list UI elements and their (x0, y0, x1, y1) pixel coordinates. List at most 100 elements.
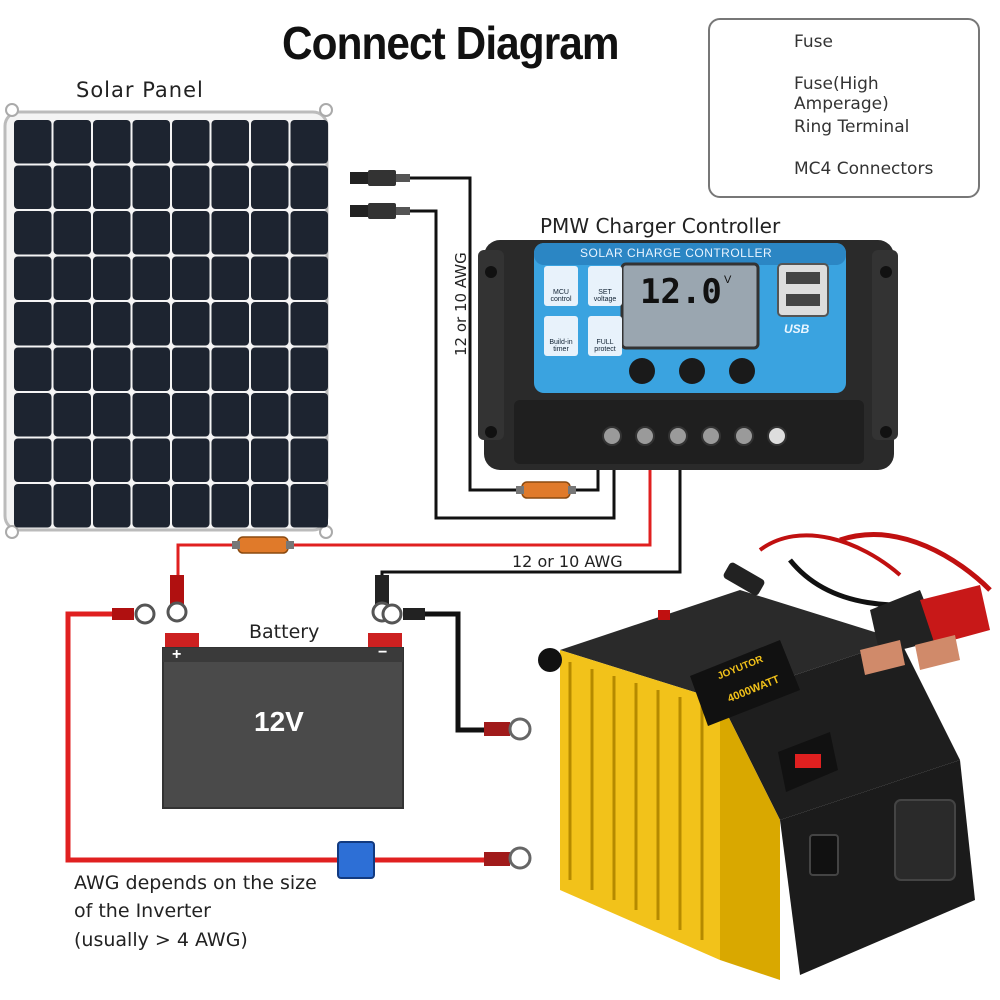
ring-terminal-inverter-neg (381, 603, 425, 625)
solar-cell (53, 211, 91, 255)
solar-cell (251, 347, 289, 391)
wire-label-horizontal: 12 or 10 AWG (512, 552, 623, 571)
solar-cell (93, 438, 131, 482)
solar-cell (211, 438, 249, 482)
solar-cell (172, 484, 210, 528)
battery-plus: + (172, 646, 182, 663)
solar-cell (251, 165, 289, 209)
controller-display-value: 12.0 (640, 272, 722, 312)
solar-cell (132, 120, 170, 164)
solar-cell (53, 120, 91, 164)
solar-cell (53, 393, 91, 437)
solar-cell (93, 484, 131, 528)
legend-item-high-amperage-fuse: Fuse(High Amperage) (794, 74, 889, 114)
solar-cell (14, 484, 52, 528)
solar-cell (14, 347, 52, 391)
controller-terminal-screw (701, 426, 721, 446)
solar-cell (132, 302, 170, 346)
solar-panel (3, 103, 333, 539)
page-title: Connect Diagram (282, 17, 620, 69)
ring-terminal-inverter-neg-end (484, 717, 532, 741)
solar-cell (251, 393, 289, 437)
inverter (538, 590, 975, 980)
usb-label: USB (784, 322, 810, 336)
solar-cell (251, 256, 289, 300)
solar-cell (93, 302, 131, 346)
controller-terminal-screw (734, 426, 754, 446)
controller-terminal-screw (602, 426, 622, 446)
solar-cell (132, 165, 170, 209)
solar-cell (53, 302, 91, 346)
wire-panel-negative (410, 209, 616, 520)
solar-cell (93, 165, 131, 209)
wire-inverter-positive (65, 611, 340, 863)
solar-cell (290, 438, 328, 482)
solar-cell (53, 165, 91, 209)
legend-item-ring-terminal: Ring Terminal (794, 117, 910, 137)
solar-cell (172, 347, 210, 391)
solar-cell (251, 211, 289, 255)
set-voltage-label: SET voltage (593, 289, 617, 303)
solar-cell (14, 211, 52, 255)
solar-cell (290, 256, 328, 300)
battery (162, 633, 404, 809)
controller-header: SOLAR CHARGE CONTROLLER (580, 246, 773, 260)
solar-cell (211, 393, 249, 437)
battery-minus: − (378, 644, 388, 661)
battery-clamps (723, 532, 992, 675)
solar-cell (290, 347, 328, 391)
charge-controller (478, 240, 898, 470)
mc4-connector-bottom (350, 203, 410, 219)
solar-cell (53, 256, 91, 300)
inverter-note-line-1: AWG depends on the size (74, 872, 317, 894)
solar-cell (14, 438, 52, 482)
solar-cell (132, 347, 170, 391)
controller-terminal-screw (767, 426, 787, 446)
battery-voltage: 12V (254, 706, 304, 737)
ring-terminal-battery-pos-a (166, 575, 188, 623)
controller-terminal-screw (668, 426, 688, 446)
solar-cell (14, 256, 52, 300)
ring-terminal-inverter-pos (112, 603, 156, 625)
solar-cell (132, 256, 170, 300)
solar-cell (93, 120, 131, 164)
full-protect-label: FULL protect (594, 339, 616, 353)
battery-label: Battery (249, 621, 320, 643)
solar-cell (14, 393, 52, 437)
solar-cell (132, 393, 170, 437)
solar-cell (172, 120, 210, 164)
solar-cell (290, 484, 328, 528)
solar-cell (211, 347, 249, 391)
solar-cell (172, 165, 210, 209)
solar-cell (172, 393, 210, 437)
solar-cell (93, 256, 131, 300)
solar-cell (211, 256, 249, 300)
ring-terminal-inverter-pos-end (484, 846, 532, 870)
mcu-control-label: MCU control (550, 289, 572, 303)
solar-cell (14, 120, 52, 164)
fuse-panel (516, 481, 576, 499)
legend-item-mc4-connectors: MC4 Connectors (794, 159, 934, 179)
solar-cell (93, 211, 131, 255)
solar-panel-label: Solar Panel (76, 78, 204, 102)
fuse-battery (232, 536, 294, 554)
solar-cell (172, 256, 210, 300)
wire-label-vertical: 12 or 10 AWG (452, 252, 470, 356)
inverter-note-line-2: of the Inverter (74, 900, 211, 922)
solar-cell (251, 120, 289, 164)
solar-cell (132, 211, 170, 255)
solar-cell (211, 484, 249, 528)
inverter-fins (568, 662, 704, 940)
legend-item-fuse: Fuse (794, 32, 833, 52)
solar-cell (53, 347, 91, 391)
solar-cell (211, 165, 249, 209)
solar-cell (290, 165, 328, 209)
solar-cell (290, 302, 328, 346)
solar-cell (132, 484, 170, 528)
solar-cell (172, 302, 210, 346)
solar-cell (290, 120, 328, 164)
solar-cell (251, 302, 289, 346)
high-amperage-fuse (337, 841, 375, 879)
solar-cell (53, 484, 91, 528)
